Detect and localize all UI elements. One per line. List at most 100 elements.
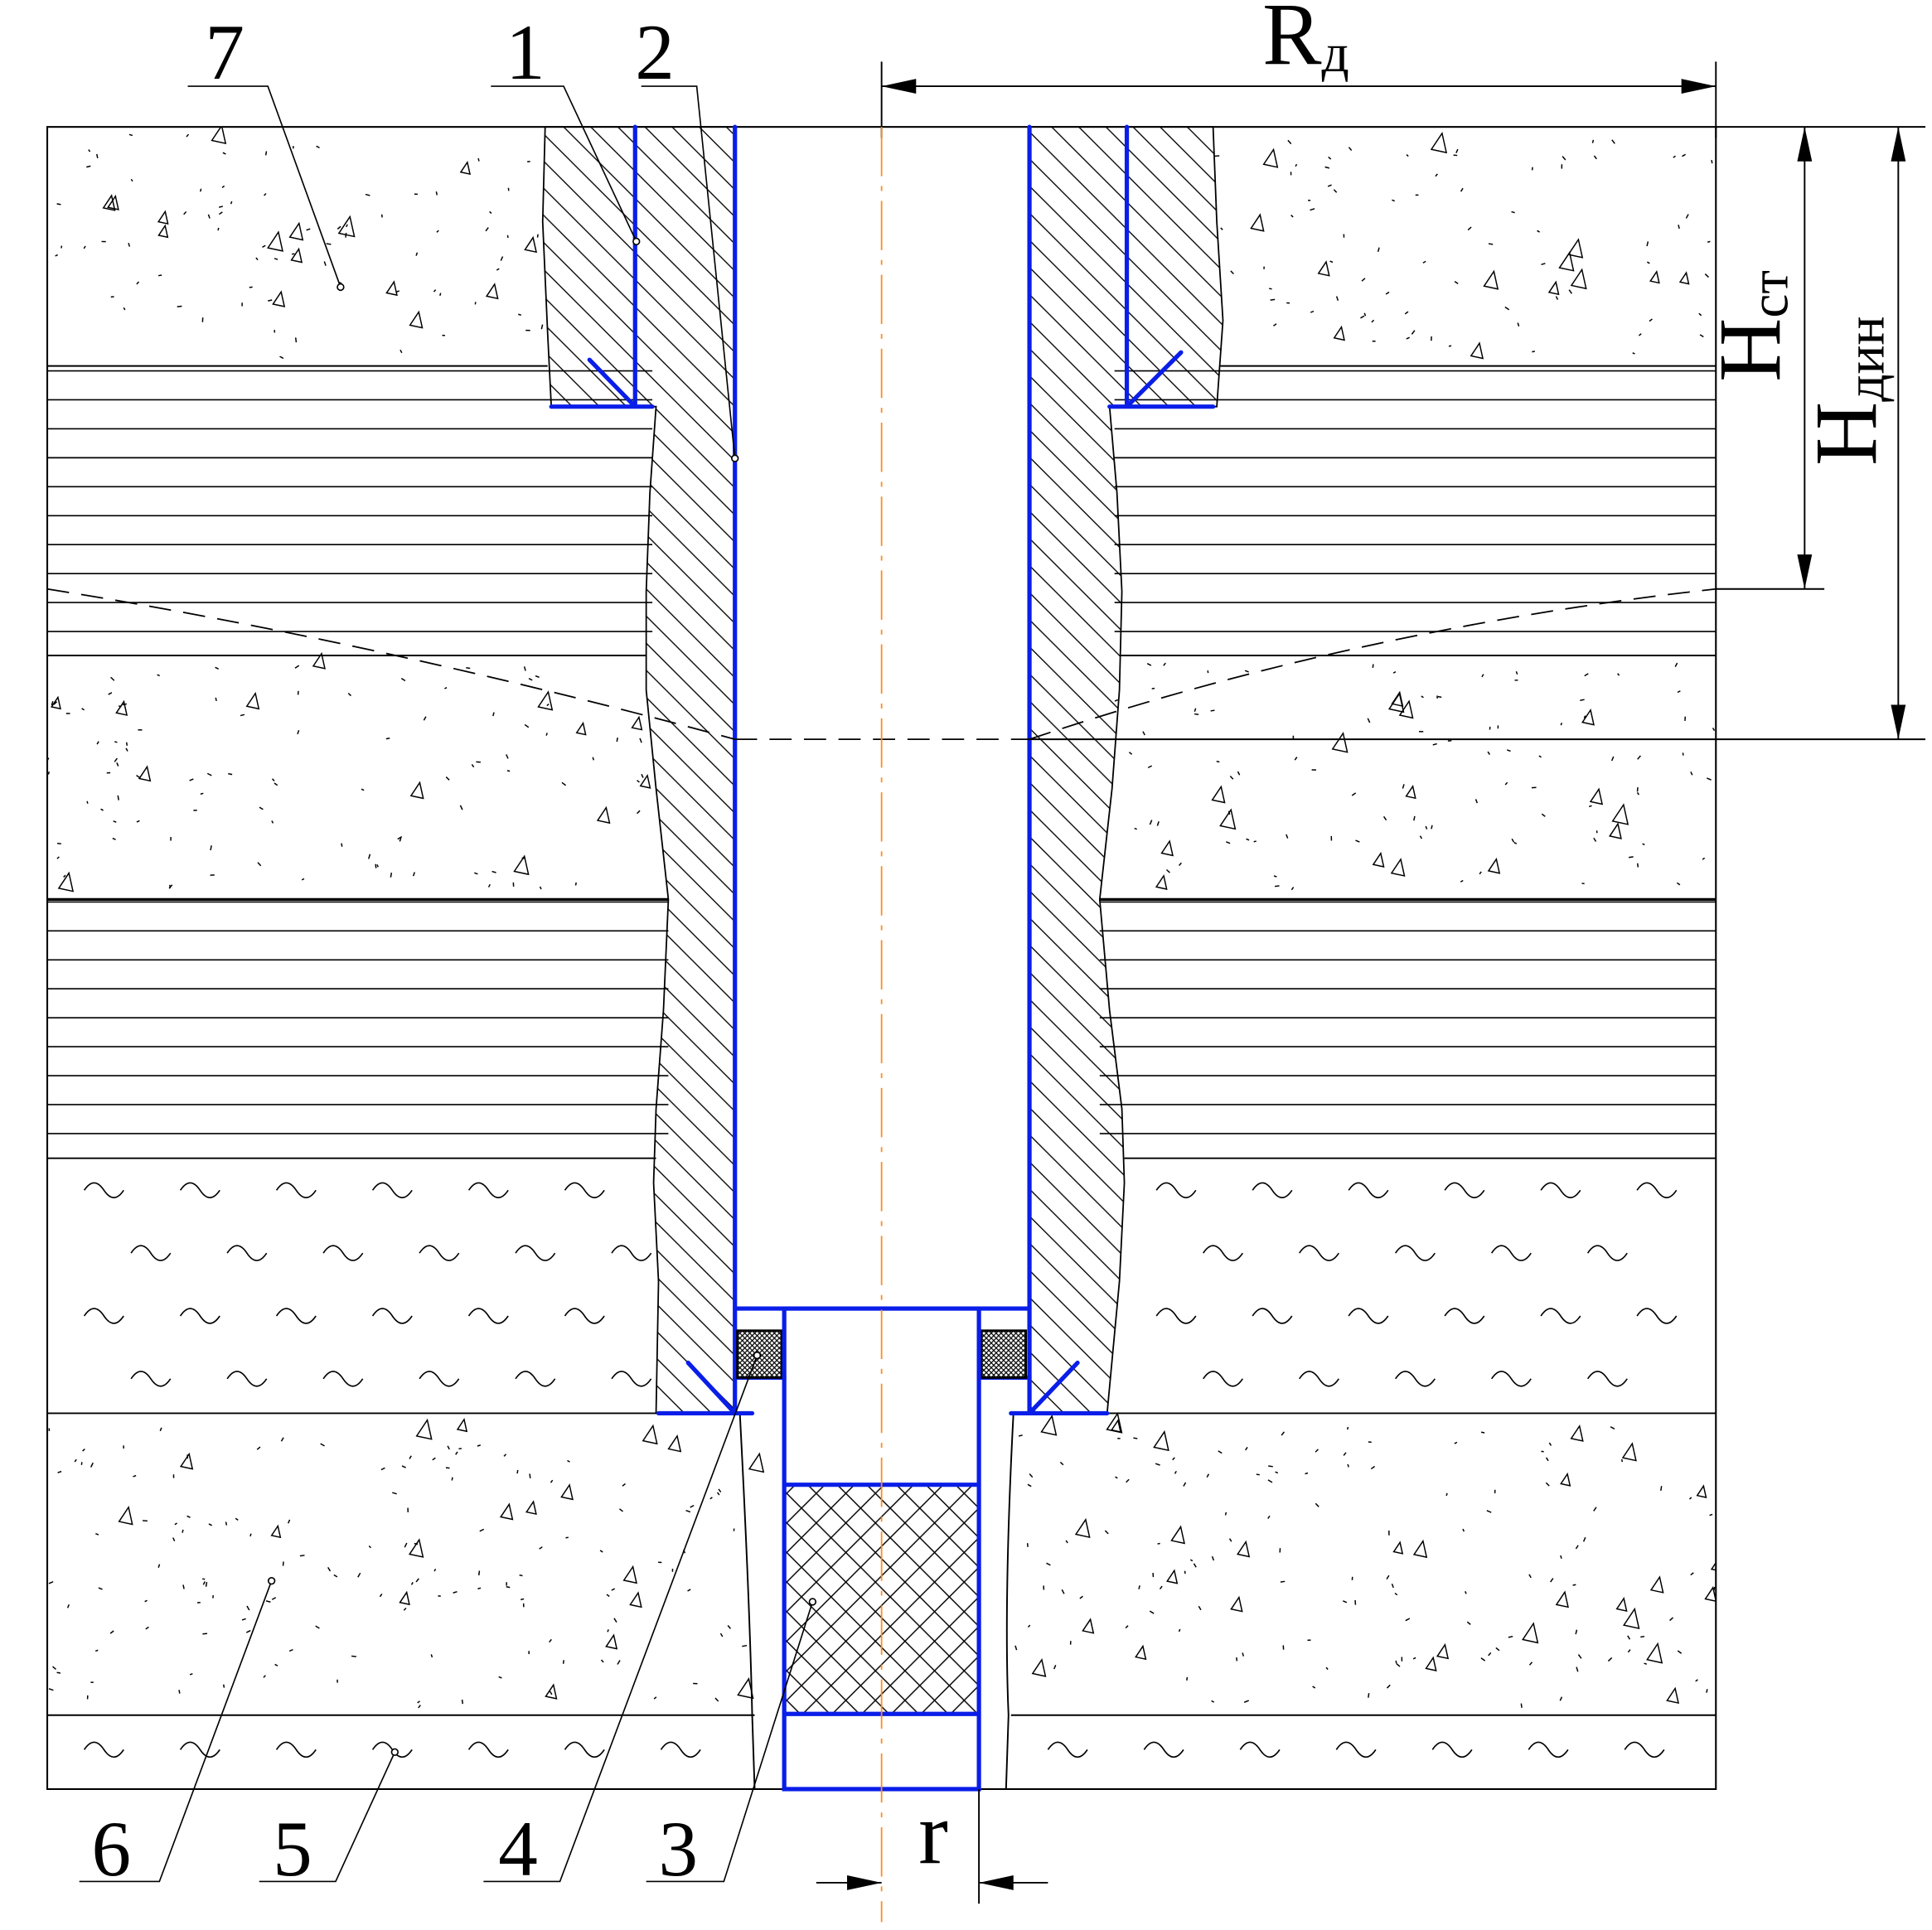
wave-mark: [85, 1308, 124, 1323]
sand-dot: [456, 1452, 458, 1454]
wave-mark: [1445, 1183, 1484, 1197]
sand-dot: [1226, 1512, 1227, 1516]
sand-grain: [290, 223, 303, 239]
sand-dot: [127, 742, 128, 746]
sand-dot: [1539, 756, 1542, 757]
depression-curve-left: [47, 589, 735, 739]
sand-grain: [1333, 733, 1348, 752]
wave-mark: [419, 1246, 459, 1260]
sand-dot: [654, 1697, 656, 1699]
layer-aquifer-left: [49, 1420, 763, 1708]
sand-grain: [1437, 1645, 1448, 1659]
sand-dot: [1414, 816, 1415, 820]
sand-grain: [1650, 272, 1659, 283]
sand-dot: [607, 1594, 609, 1596]
sand-dot: [617, 1660, 620, 1664]
dimension-r: r: [918, 1785, 948, 1883]
sand-dot: [518, 314, 521, 315]
sand-dot: [541, 325, 542, 330]
sand-dot: [396, 291, 399, 292]
sand-dot: [1060, 1462, 1063, 1464]
sand-dot: [402, 1466, 406, 1468]
sand-dot: [1274, 876, 1276, 877]
sand-dot: [123, 307, 124, 310]
sand-dot: [1644, 1663, 1647, 1664]
sand-dot: [369, 1546, 370, 1548]
sand-dot: [1143, 732, 1145, 735]
sand-dot: [506, 1587, 510, 1588]
sand-grain: [1167, 1570, 1177, 1583]
sand-dot: [448, 1446, 449, 1449]
sand-dot: [259, 807, 263, 810]
sand-dot: [1080, 1596, 1083, 1599]
sand-dot: [1638, 792, 1639, 795]
sand-dot: [337, 226, 341, 229]
sand-dot: [206, 1582, 207, 1587]
sand-dot: [386, 738, 390, 739]
sand-dot: [1670, 1618, 1673, 1621]
leader-dot: [754, 1352, 761, 1359]
sand-dot: [1678, 1651, 1681, 1653]
sand-dot: [490, 211, 491, 213]
sand-dot: [1393, 672, 1396, 674]
sand-dot: [240, 714, 245, 715]
sand-dot: [1218, 1451, 1223, 1454]
sand-grain: [606, 1635, 617, 1648]
sand-dot: [1244, 1700, 1248, 1702]
wave-mark: [1252, 1308, 1292, 1323]
sand-dot: [460, 805, 462, 810]
sand-grain: [501, 1504, 512, 1519]
sand-grain: [1237, 1542, 1249, 1557]
sand-dot: [146, 1627, 149, 1628]
sand-dot: [1629, 857, 1634, 858]
sand-grain: [1156, 876, 1167, 889]
sand-dot: [1328, 185, 1331, 186]
sand-grain: [1624, 1609, 1639, 1628]
sand-dot: [256, 258, 258, 260]
sand-dot: [114, 821, 117, 822]
wave-mark: [1588, 1371, 1628, 1386]
sand-dot: [477, 1445, 481, 1446]
sand-dot: [710, 1497, 713, 1499]
sand-grain: [1220, 810, 1235, 829]
sand-grain: [526, 1502, 536, 1514]
sand-dot: [87, 801, 88, 804]
sand-dot: [268, 300, 272, 301]
sand-dot: [1062, 1589, 1064, 1594]
sand-dot: [118, 796, 119, 801]
sand-dot: [1254, 841, 1257, 842]
sand-dot: [223, 152, 226, 154]
sand-dot: [550, 1639, 552, 1642]
sand-dot: [86, 166, 90, 167]
sand-grain: [1651, 1577, 1663, 1593]
sand-dot: [1310, 311, 1314, 312]
sand-dot: [317, 146, 320, 148]
wave-mark: [469, 1308, 509, 1323]
sand-dot: [1407, 337, 1410, 339]
sand-dot: [111, 677, 114, 680]
sand-dot: [720, 1633, 722, 1637]
sand-dot: [1281, 1432, 1284, 1435]
label-7: 7: [205, 8, 245, 96]
sand-dot: [1157, 821, 1159, 825]
sand-dot: [535, 676, 540, 678]
sand-dot: [348, 694, 351, 696]
sand-dot: [1395, 1594, 1397, 1595]
sand-grain: [1264, 149, 1278, 167]
sand-dot: [222, 186, 225, 187]
sand-dot: [228, 774, 232, 775]
sand-dot: [275, 1664, 278, 1666]
sand-dot: [1150, 820, 1151, 825]
leader-dot: [269, 1578, 275, 1584]
sand-dot: [1155, 1463, 1160, 1465]
sand-dot: [129, 134, 133, 135]
wave-mark: [1300, 1246, 1339, 1260]
sand-grain: [1557, 1592, 1568, 1607]
wave-mark: [469, 1183, 509, 1197]
sand-grain: [1680, 273, 1688, 283]
sand-dot: [479, 1570, 480, 1575]
sand-dot: [366, 195, 370, 196]
sand-dot: [433, 290, 435, 292]
sand-dot: [246, 1631, 250, 1633]
